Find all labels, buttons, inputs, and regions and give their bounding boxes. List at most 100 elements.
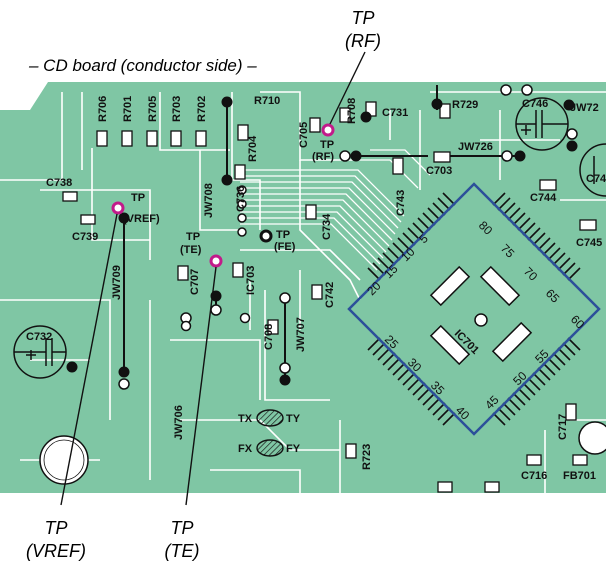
label-r708: R708 bbox=[346, 98, 358, 124]
label-c738: C738 bbox=[46, 177, 72, 189]
label-c708: C708 bbox=[263, 324, 275, 350]
c717-pad bbox=[565, 403, 577, 421]
c736-pad bbox=[234, 164, 246, 180]
label-c743: C743 bbox=[395, 190, 407, 216]
r702-pad bbox=[195, 130, 207, 147]
callout-tp-vref: TP (VREF) bbox=[11, 517, 101, 563]
ic-pad-bottom-right bbox=[491, 321, 533, 363]
label-c716: C716 bbox=[521, 470, 547, 482]
label-c736: C736 bbox=[235, 186, 247, 212]
jumpers bbox=[66, 85, 578, 386]
via-rings bbox=[118, 84, 578, 390]
board-area: R706 R701 R705 R703 R702 R710 R704 R708 … bbox=[0, 82, 606, 493]
label-tp-rf-1: TP bbox=[320, 139, 334, 151]
label-jw707: JW707 bbox=[295, 317, 307, 352]
callout-tp-vref-line2: (VREF) bbox=[26, 541, 86, 561]
c745-pad bbox=[579, 219, 597, 231]
tp-fe-marker bbox=[259, 229, 273, 243]
label-r704: R704 bbox=[247, 135, 259, 162]
testpoints bbox=[111, 123, 335, 268]
label-jw708: JW708 bbox=[203, 183, 215, 218]
label-fx: FX bbox=[238, 443, 253, 455]
label-c707: C707 bbox=[189, 269, 201, 295]
label-c745: C745 bbox=[576, 237, 602, 249]
electrolytic-caps bbox=[13, 97, 606, 379]
label-c742: C742 bbox=[324, 282, 336, 308]
label-jw726: JW726 bbox=[458, 141, 493, 153]
label-r703: R703 bbox=[171, 96, 183, 122]
label-c732: C732 bbox=[26, 331, 52, 343]
hatched-pads bbox=[256, 409, 284, 457]
label-r702: R702 bbox=[196, 96, 208, 122]
label-tp-fe-1: TP bbox=[276, 229, 290, 241]
ic-pad-top-right bbox=[479, 265, 521, 307]
callout-tp-vref-line1: TP bbox=[44, 518, 68, 538]
mounting-hole-right bbox=[578, 421, 606, 455]
c739-pad bbox=[80, 214, 96, 225]
label-tx: TX bbox=[238, 413, 253, 425]
tp-vref-marker bbox=[111, 201, 125, 215]
label-tp-vref-2: (VREF) bbox=[123, 213, 160, 225]
c734-pad bbox=[305, 204, 317, 220]
r704-pad bbox=[237, 124, 249, 141]
tx-ty-pad bbox=[256, 409, 284, 427]
leader-te bbox=[185, 266, 217, 506]
label-c705: C705 bbox=[298, 122, 310, 148]
callout-tp-rf-line1: TP bbox=[351, 8, 375, 28]
pins-upper-right bbox=[492, 192, 581, 281]
r708-pad bbox=[339, 107, 351, 123]
pad-c716-right bbox=[484, 481, 500, 493]
label-fb701: FB701 bbox=[563, 470, 596, 482]
leader-rf bbox=[329, 51, 366, 125]
callout-tp-te-line1: TP bbox=[170, 518, 194, 538]
pins-upper-left bbox=[367, 192, 456, 281]
r703-pad bbox=[170, 130, 182, 147]
component-pads bbox=[62, 101, 597, 493]
tp-te-marker bbox=[209, 254, 223, 268]
fb701-pad bbox=[572, 454, 588, 466]
pins-lower-right bbox=[492, 337, 581, 426]
label-jw706: JW706 bbox=[173, 405, 185, 440]
r701-pad bbox=[121, 130, 133, 147]
label-r723: R723 bbox=[361, 444, 373, 470]
c707-pad bbox=[177, 265, 189, 281]
c703-pad bbox=[433, 151, 451, 163]
leader-lines bbox=[60, 51, 366, 506]
ic703-pad bbox=[232, 262, 244, 278]
label-r710: R710 bbox=[254, 95, 280, 107]
label-tp-vref-1: TP bbox=[131, 192, 145, 204]
c716-pad bbox=[526, 454, 542, 466]
r705-pad bbox=[146, 130, 158, 147]
label-c703: C703 bbox=[426, 165, 452, 177]
leader-vref bbox=[60, 213, 118, 506]
r706-pad bbox=[96, 130, 108, 147]
c708-pad bbox=[267, 319, 279, 335]
fx-fy-pad bbox=[256, 439, 284, 457]
tp-rf-marker bbox=[321, 123, 335, 137]
label-fy: FY bbox=[286, 443, 301, 455]
callout-tp-rf: TP (RF) bbox=[318, 7, 408, 53]
label-tp-fe-2: (FE) bbox=[274, 241, 296, 253]
ic-center-mark bbox=[474, 313, 488, 327]
ic-pad-bottom-left bbox=[429, 324, 471, 366]
callout-tp-te-line2: (TE) bbox=[164, 541, 200, 561]
ic-pin-leads bbox=[367, 192, 581, 426]
label-r706: R706 bbox=[97, 96, 109, 122]
component-labels: R706 R701 R705 R703 R702 R710 R704 R708 … bbox=[26, 95, 606, 482]
label-c74: C74 bbox=[586, 173, 606, 185]
c705-pad bbox=[309, 117, 321, 133]
pad-c716-left bbox=[437, 481, 453, 493]
ic-pad-top-left bbox=[429, 265, 471, 307]
callout-tp-te: TP (TE) bbox=[137, 517, 227, 563]
c742-pad bbox=[311, 284, 323, 300]
label-ic703: IC703 bbox=[245, 266, 257, 295]
callout-tp-rf-line2: (RF) bbox=[345, 31, 381, 51]
label-jw72: JW72 bbox=[570, 102, 599, 114]
label-jw709: JW709 bbox=[111, 265, 123, 300]
diagram-title: – CD board (conductor side) – bbox=[29, 56, 257, 75]
label-r729: R729 bbox=[452, 99, 478, 111]
r723-pad bbox=[345, 443, 357, 459]
trace-gaps bbox=[0, 91, 606, 493]
label-c744: C744 bbox=[530, 192, 557, 204]
label-c746: C746 bbox=[522, 98, 548, 110]
